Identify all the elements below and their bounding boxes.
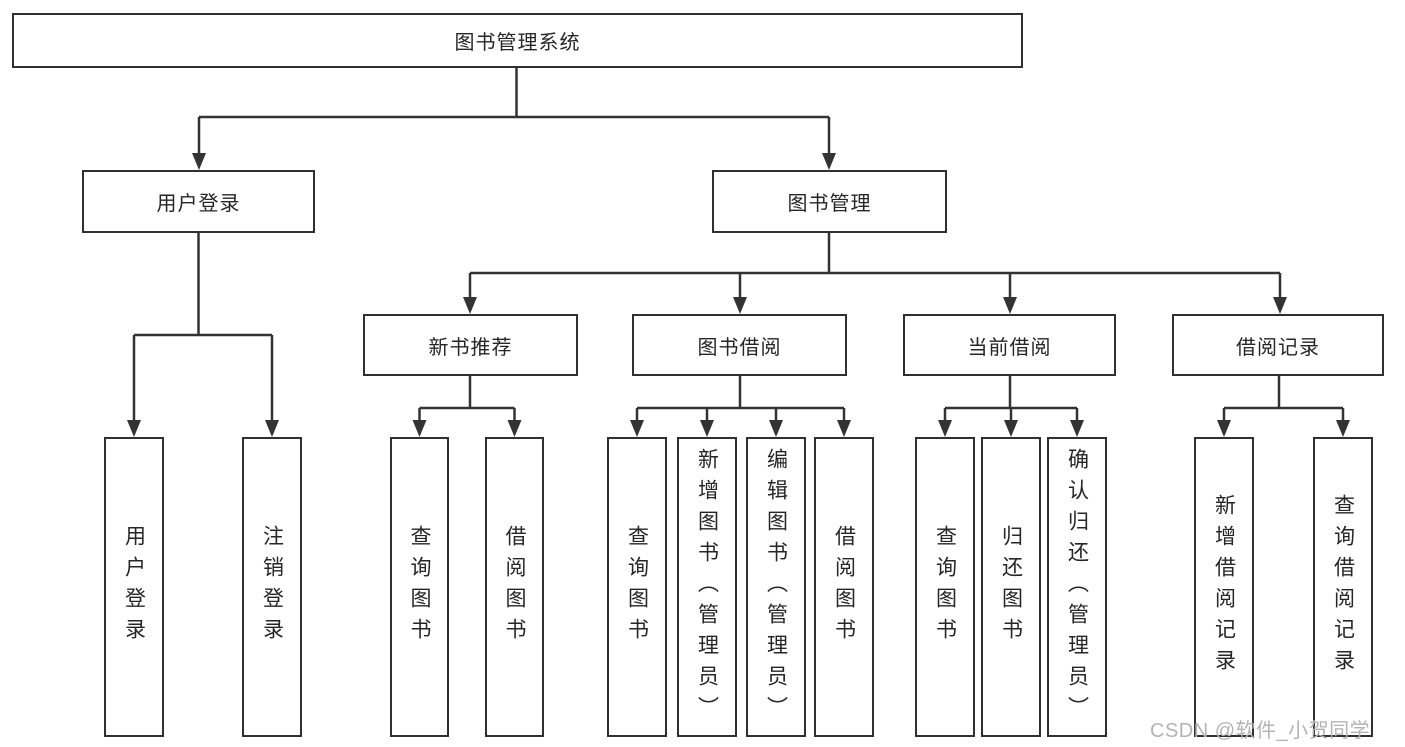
- node-label: 借阅记录: [1236, 336, 1320, 359]
- leaf-add-book-admin: 新增图书（管理员）: [677, 437, 737, 737]
- node-label: 用户登录: [156, 193, 241, 215]
- arrowhead-icon: [265, 420, 279, 437]
- leaf-query-books-borrow: 查询图书: [607, 437, 667, 737]
- arrowhead-icon: [733, 297, 747, 314]
- arrowhead-icon: [769, 420, 783, 437]
- arrowhead-icon: [1217, 420, 1231, 437]
- node-borrow-records: 借阅记录: [1172, 314, 1384, 376]
- arrowhead-icon: [1273, 297, 1287, 314]
- node-book-management: 图书管理: [712, 170, 947, 233]
- arrowhead-icon: [1003, 297, 1017, 314]
- leaf-logout: 注销登录: [242, 437, 302, 737]
- node-label: 图书管理系统: [454, 32, 581, 54]
- leaf-return-book: 归还图书: [981, 437, 1041, 737]
- node-label: 归还图书: [999, 525, 1023, 649]
- arrowhead-icon: [630, 420, 644, 437]
- leaf-query-borrow-record: 查询借阅记录: [1313, 437, 1373, 737]
- arrowhead-icon: [837, 420, 851, 437]
- node-label: 借阅图书: [503, 525, 526, 649]
- arrowhead-icon: [507, 420, 522, 437]
- leaf-user-login: 用户登录: [104, 437, 164, 737]
- node-system-root: 图书管理系统: [12, 13, 1023, 68]
- leaf-confirm-return-admin: 确认归还（管理员）: [1047, 437, 1107, 737]
- node-current-borrow: 当前借阅: [903, 314, 1116, 376]
- node-label: 图书管理: [787, 193, 872, 215]
- arrowhead-icon: [1004, 420, 1018, 437]
- node-label: 查询借阅记录: [1331, 494, 1355, 680]
- node-new-book-recommend: 新书推荐: [363, 314, 578, 376]
- node-label: 查询图书: [625, 525, 649, 649]
- node-label: 编辑图书（管理员）: [764, 447, 788, 727]
- node-label: 借阅图书: [832, 525, 856, 649]
- node-label: 图书借阅: [697, 336, 782, 359]
- leaf-borrow-books-newbook: 借阅图书: [485, 437, 544, 737]
- arrowhead-icon: [192, 153, 206, 170]
- csdn-watermark: CSDN @软件_小贺同学: [1150, 720, 1371, 742]
- node-label: 新书推荐: [428, 336, 513, 359]
- node-label: 注销登录: [260, 525, 284, 649]
- node-label: 当前借阅: [967, 336, 1052, 359]
- node-book-borrow: 图书借阅: [632, 314, 847, 376]
- leaf-add-borrow-record: 新增借阅记录: [1194, 437, 1254, 737]
- arrowhead-icon: [463, 297, 477, 314]
- node-label: 查询图书: [408, 525, 431, 649]
- leaf-query-books-newbook: 查询图书: [390, 437, 449, 737]
- leaf-borrow-books-borrow: 借阅图书: [814, 437, 874, 737]
- node-label: 用户登录: [122, 525, 146, 649]
- arrowhead-icon: [1070, 420, 1084, 437]
- arrowhead-icon: [412, 420, 427, 437]
- node-label: 确认归还（管理员）: [1065, 447, 1089, 727]
- arrowhead-icon: [700, 420, 714, 437]
- node-label: 查询图书: [933, 525, 957, 649]
- node-label: 新增图书（管理员）: [695, 447, 719, 727]
- node-label: 新增借阅记录: [1212, 494, 1236, 680]
- node-user-login: 用户登录: [82, 170, 315, 233]
- arrowhead-icon: [822, 153, 836, 170]
- arrowhead-icon: [1336, 420, 1350, 437]
- arrowhead-icon: [127, 420, 141, 437]
- leaf-edit-book-admin: 编辑图书（管理员）: [746, 437, 806, 737]
- arrowhead-icon: [938, 420, 952, 437]
- leaf-query-books-current: 查询图书: [915, 437, 975, 737]
